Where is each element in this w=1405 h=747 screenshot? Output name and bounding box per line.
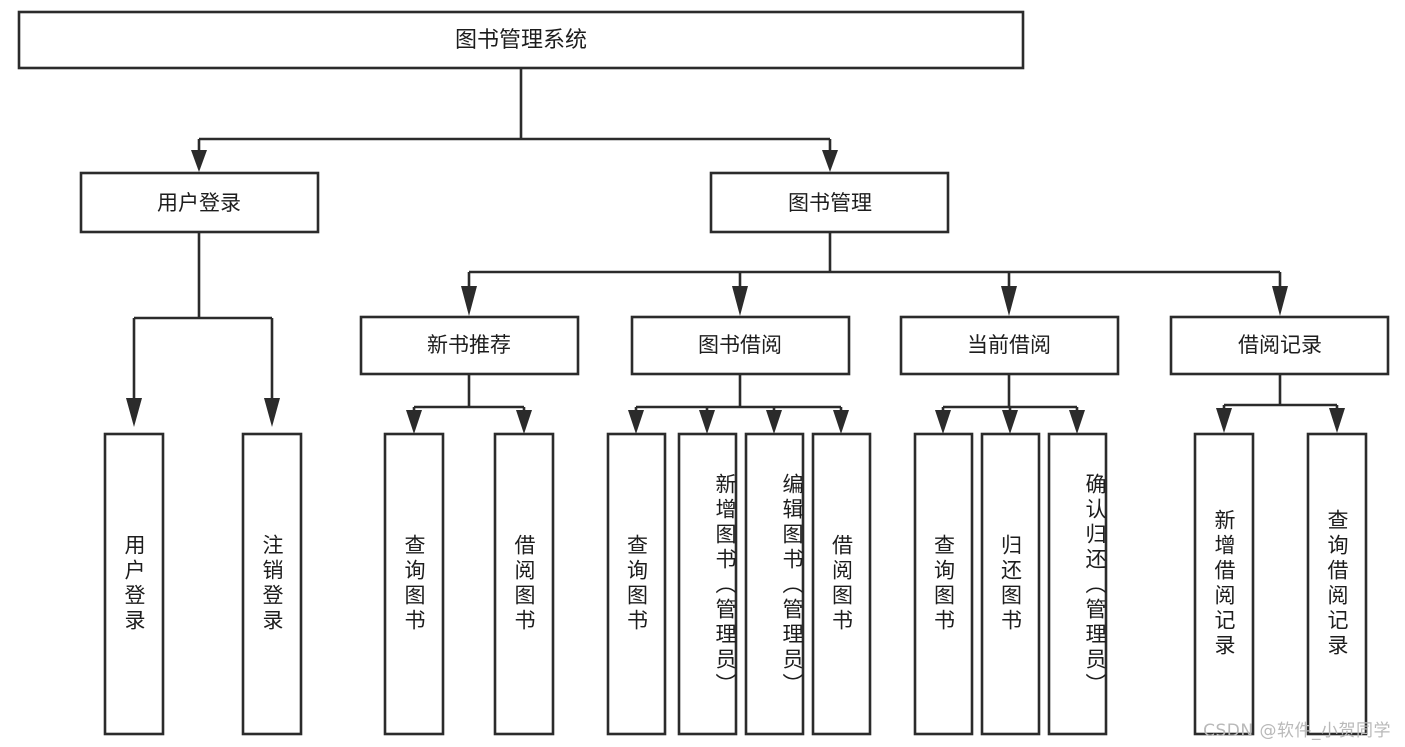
node-book-borrow[interactable]: [630, 315, 851, 376]
node-root-system[interactable]: [17, 10, 1025, 70]
leaf-current-borrow-3[interactable]: [1047, 432, 1108, 736]
node-current-borrow-label: 当前借阅: [967, 333, 1051, 357]
node-borrow-record[interactable]: [1169, 315, 1390, 376]
arrowhead-bookmgmt-c2-icon: [732, 286, 748, 316]
arrowhead-currentborrow-l3-icon: [1069, 410, 1085, 434]
leaf-new-book-2[interactable]: [493, 432, 555, 736]
node-current-borrow[interactable]: [899, 315, 1120, 376]
arrowhead-bookmgmt-c3-icon: [1001, 286, 1017, 316]
leaf-new-book-1[interactable]: [383, 432, 445, 736]
node-book-management-label: 图书管理: [788, 191, 872, 215]
arrowhead-borrowrecord-l2-icon: [1329, 408, 1345, 433]
node-new-book-recommend[interactable]: [359, 315, 580, 376]
arrowhead-currentborrow-l1-icon: [935, 410, 951, 434]
node-borrow-record-label: 借阅记录: [1238, 333, 1322, 357]
arrowhead-bookmgmt-c4-icon: [1272, 286, 1288, 316]
node-user-login-label: 用户登录: [157, 191, 241, 215]
csdn-watermark: CSDN @软件_小贺同学: [1203, 721, 1391, 741]
arrowhead-bookborrow-l2-icon: [699, 410, 715, 434]
arrowhead-root-to-user-icon: [191, 150, 207, 172]
leaf-borrow-record-1[interactable]: [1193, 432, 1255, 736]
arrowhead-bookborrow-l3-icon: [766, 410, 782, 434]
leaf-user-login-1[interactable]: [103, 432, 165, 736]
leaf-book-borrow-2[interactable]: [677, 432, 738, 736]
node-root-system-label: 图书管理系统: [455, 28, 587, 53]
arrowhead-bookborrow-l1-icon: [628, 410, 644, 434]
node-book-management[interactable]: [709, 171, 950, 234]
arrowhead-newbook-l2-icon: [516, 410, 532, 434]
leaf-book-borrow-3[interactable]: [744, 432, 805, 736]
leaf-user-login-2[interactable]: [241, 432, 303, 736]
arrowhead-bookborrow-l4-icon: [833, 410, 849, 434]
arrowhead-bookmgmt-c1-icon: [461, 286, 477, 316]
leaf-book-borrow-4[interactable]: [811, 432, 872, 736]
leaf-borrow-record-2[interactable]: [1306, 432, 1368, 736]
leaf-current-borrow-1[interactable]: [913, 432, 974, 736]
leaf-book-borrow-1[interactable]: [606, 432, 667, 736]
arrowhead-currentborrow-l2-icon: [1002, 410, 1018, 434]
leaf-current-borrow-2[interactable]: [980, 432, 1041, 736]
arrowhead-userlogin-leaf1-icon: [126, 398, 142, 427]
arrowhead-userlogin-leaf2-icon: [264, 398, 280, 427]
arrowhead-newbook-l1-icon: [406, 410, 422, 434]
arrowhead-borrowrecord-l1-icon: [1216, 408, 1232, 433]
arrowhead-root-to-book-icon: [822, 150, 838, 172]
node-book-borrow-label: 图书借阅: [698, 333, 782, 357]
node-new-book-recommend-label: 新书推荐: [427, 333, 511, 357]
